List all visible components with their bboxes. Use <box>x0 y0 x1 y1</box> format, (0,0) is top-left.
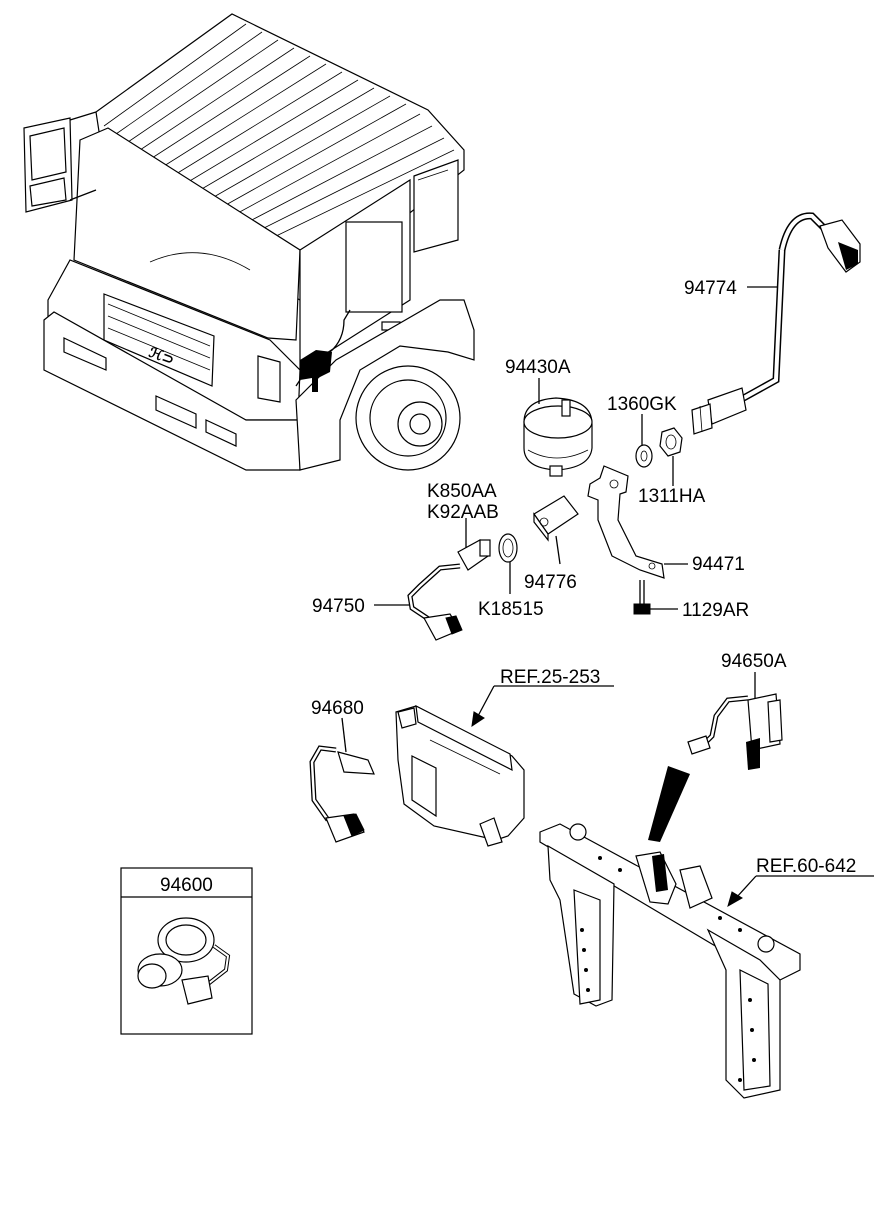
label-94750: 94750 <box>312 596 365 617</box>
label-k18515: K18515 <box>478 599 544 620</box>
bracket-94471 <box>587 465 665 579</box>
label-k92aab: K92AAB <box>427 502 499 523</box>
label-k850aa: K850AA <box>427 481 497 502</box>
label-94471: 94471 <box>692 554 745 575</box>
leader-lines <box>341 286 874 908</box>
label-94774: 94774 <box>684 278 737 299</box>
bolt-1129ar <box>633 580 651 615</box>
label-94650a: 94650A <box>721 651 787 672</box>
label-1360gk: 1360GK <box>607 394 677 415</box>
adapter-94776 <box>533 495 579 542</box>
inset-box-94600 <box>120 867 253 1035</box>
label-94600: 94600 <box>160 875 213 896</box>
sensor-94680 <box>309 745 375 843</box>
nut-1311ha <box>659 427 683 457</box>
label-94776: 94776 <box>524 572 577 593</box>
sensor-94750 <box>407 533 518 641</box>
label-ref-25-253: REF.25-253 <box>500 667 600 688</box>
label-94680: 94680 <box>311 698 364 719</box>
reservoir-tank <box>395 704 525 847</box>
solenoid-valve-94650a <box>687 693 783 770</box>
label-94430a: 94430A <box>505 357 571 378</box>
part-labels: 94774 94430A 1360GK 1311HA K850AA K92AAB… <box>160 278 856 896</box>
sensor-cable-94774 <box>691 212 861 435</box>
callout-arrow <box>648 766 690 842</box>
truck-cab-illustration: ℋ⊃ <box>23 13 475 471</box>
label-ref-60-642: REF.60-642 <box>756 856 856 877</box>
pressure-switch-94430a <box>523 397 593 477</box>
sensor-94600 <box>137 917 231 1005</box>
label-1129ar: 1129AR <box>682 600 749 621</box>
label-1311ha: 1311HA <box>638 486 706 507</box>
chassis-frame-crossmember <box>539 823 801 1099</box>
washer-1360gk <box>635 444 653 468</box>
